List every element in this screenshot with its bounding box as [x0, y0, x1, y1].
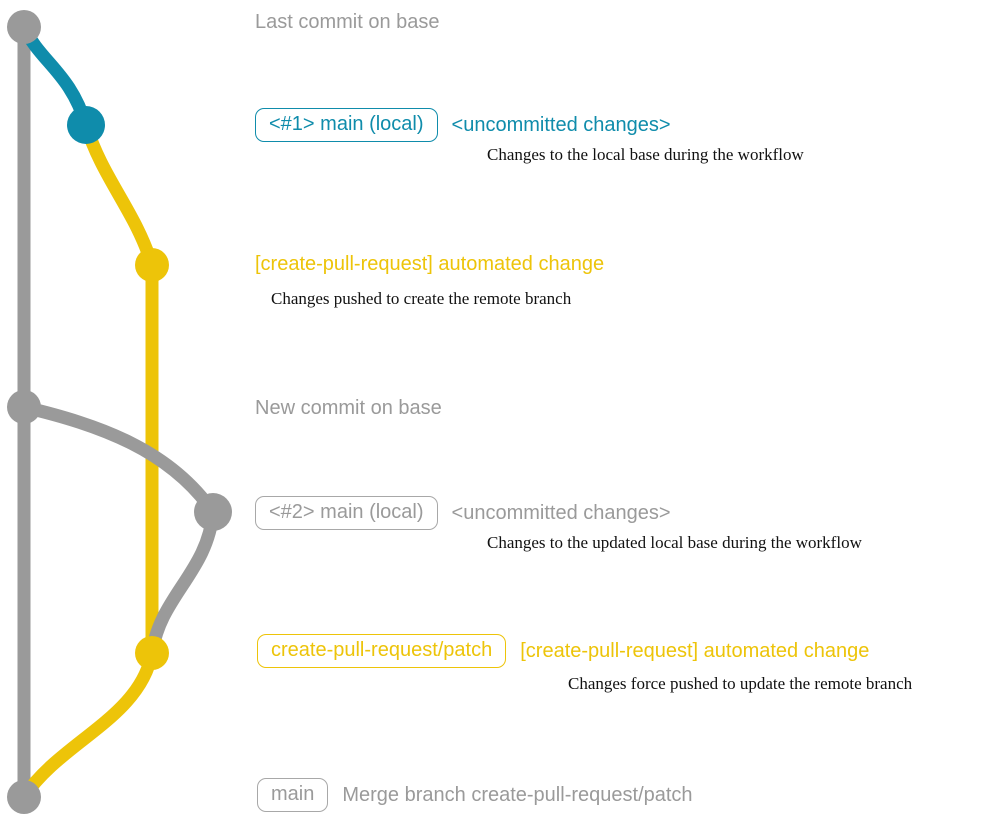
commit-label-row-automated-change-force-push: create-pull-request/patch [create-pull-re… [257, 634, 869, 668]
commit-label-row-local-uncommitted-2: <#2> main (local) <uncommitted changes> [255, 496, 671, 530]
graph-edge-base-to-local-2 [17, 400, 220, 519]
commit-label-row-merge-commit: main Merge branch create-pull-request/pat… [257, 778, 693, 812]
graph-edge-local-2-to-patch-2 [145, 505, 220, 660]
commit-label-row-automated-change-create: [create-pull-request] automated change [255, 253, 604, 275]
graph-edge-patch-2-to-merge [17, 646, 159, 804]
commit-node-local-uncommitted-2[interactable] [194, 493, 232, 531]
commit-description-automated-change-force-push: Changes force pushed to update the remot… [568, 674, 913, 693]
ref-badge-local-uncommitted-2[interactable]: <#2> main (local) [255, 496, 438, 530]
commit-subject-new-commit-on-base: New commit on base [255, 397, 442, 419]
ref-badge-merge-commit[interactable]: main [257, 778, 329, 812]
commit-subject-automated-change-create: [create-pull-request] automated change [255, 253, 605, 275]
commit-label-row-last-commit-on-base: Last commit on base [255, 11, 440, 33]
commit-node-local-uncommitted-1[interactable] [67, 106, 105, 144]
commit-subject-local-uncommitted-2: <uncommitted changes> [451, 502, 671, 524]
commit-description-local-uncommitted-2: Changes to the updated local base during… [487, 533, 862, 552]
commit-description-local-uncommitted-1: Changes to the local base during the wor… [487, 145, 804, 164]
commit-node-new-commit-on-base[interactable] [7, 390, 41, 424]
commit-label-row-local-uncommitted-1: <#1> main (local) <uncommitted changes> [255, 108, 671, 142]
graph-nodes [7, 10, 232, 814]
commit-label-row-new-commit-on-base: New commit on base [255, 397, 442, 419]
commit-node-merge-commit[interactable] [7, 780, 41, 814]
commit-node-automated-change-force-push[interactable] [135, 636, 169, 670]
commit-node-last-commit-on-base[interactable] [7, 10, 41, 44]
ref-badge-automated-change-force-push[interactable]: create-pull-request/patch [257, 634, 507, 668]
commit-node-automated-change-create[interactable] [135, 248, 169, 282]
commit-subject-automated-change-force-push: [create-pull-request] automated change [520, 640, 870, 662]
commit-subject-merge-commit: Merge branch create-pull-request/patch [342, 784, 693, 806]
commit-subject-local-uncommitted-1: <uncommitted changes> [451, 114, 671, 136]
commit-description-automated-change-create: Changes pushed to create the remote bran… [271, 289, 572, 308]
commit-subject-last-commit-on-base: Last commit on base [255, 11, 440, 33]
ref-badge-local-uncommitted-1[interactable]: <#1> main (local) [255, 108, 438, 142]
